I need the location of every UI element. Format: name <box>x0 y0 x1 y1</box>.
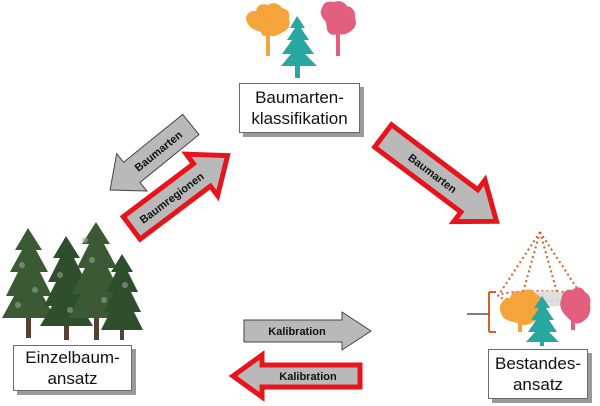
arrow-bottom-gray: Kalibration <box>243 311 372 351</box>
conifer-tree-icon <box>281 16 317 78</box>
stand-node: Bestandes- ansatz <box>488 349 588 399</box>
deciduous-tree-icon <box>560 287 591 330</box>
arrow-label: Kalibration <box>268 326 326 338</box>
deciduous-tree-icon <box>320 1 356 56</box>
classification-trees-icon <box>246 1 356 78</box>
arrow-label: Kalibration <box>279 371 337 383</box>
classification-node-line2: klassifikation <box>251 109 348 128</box>
classification-node-line1: Baumarten- <box>255 88 344 107</box>
conifer-tree-icon <box>101 254 143 340</box>
deciduous-tree-icon <box>499 289 542 332</box>
stand-trees-icon <box>467 231 591 346</box>
conifer-tree-icon <box>2 228 55 338</box>
arrow-top-right-red: Baumarten <box>371 121 500 225</box>
single-tree-node-line2: ansatz <box>47 369 98 388</box>
height-bracket-icon <box>488 291 496 333</box>
conifer-tree-icon <box>526 296 559 346</box>
arrow-bottom-red: Kalibration <box>228 350 363 402</box>
forest-image <box>2 222 143 340</box>
arrow-top-left-red: Baumregionen <box>119 151 231 243</box>
stand-node-line1: Bestandes- <box>495 354 581 373</box>
conifer-tree-icon <box>68 222 125 340</box>
single-tree-node-line1: Einzelbaum- <box>25 348 120 367</box>
classification-node: Baumarten- klassifikation <box>239 83 360 133</box>
deciduous-tree-icon <box>246 3 290 56</box>
stand-node-line2: ansatz <box>512 375 564 394</box>
single-tree-node: Einzelbaum- ansatz <box>13 345 132 391</box>
